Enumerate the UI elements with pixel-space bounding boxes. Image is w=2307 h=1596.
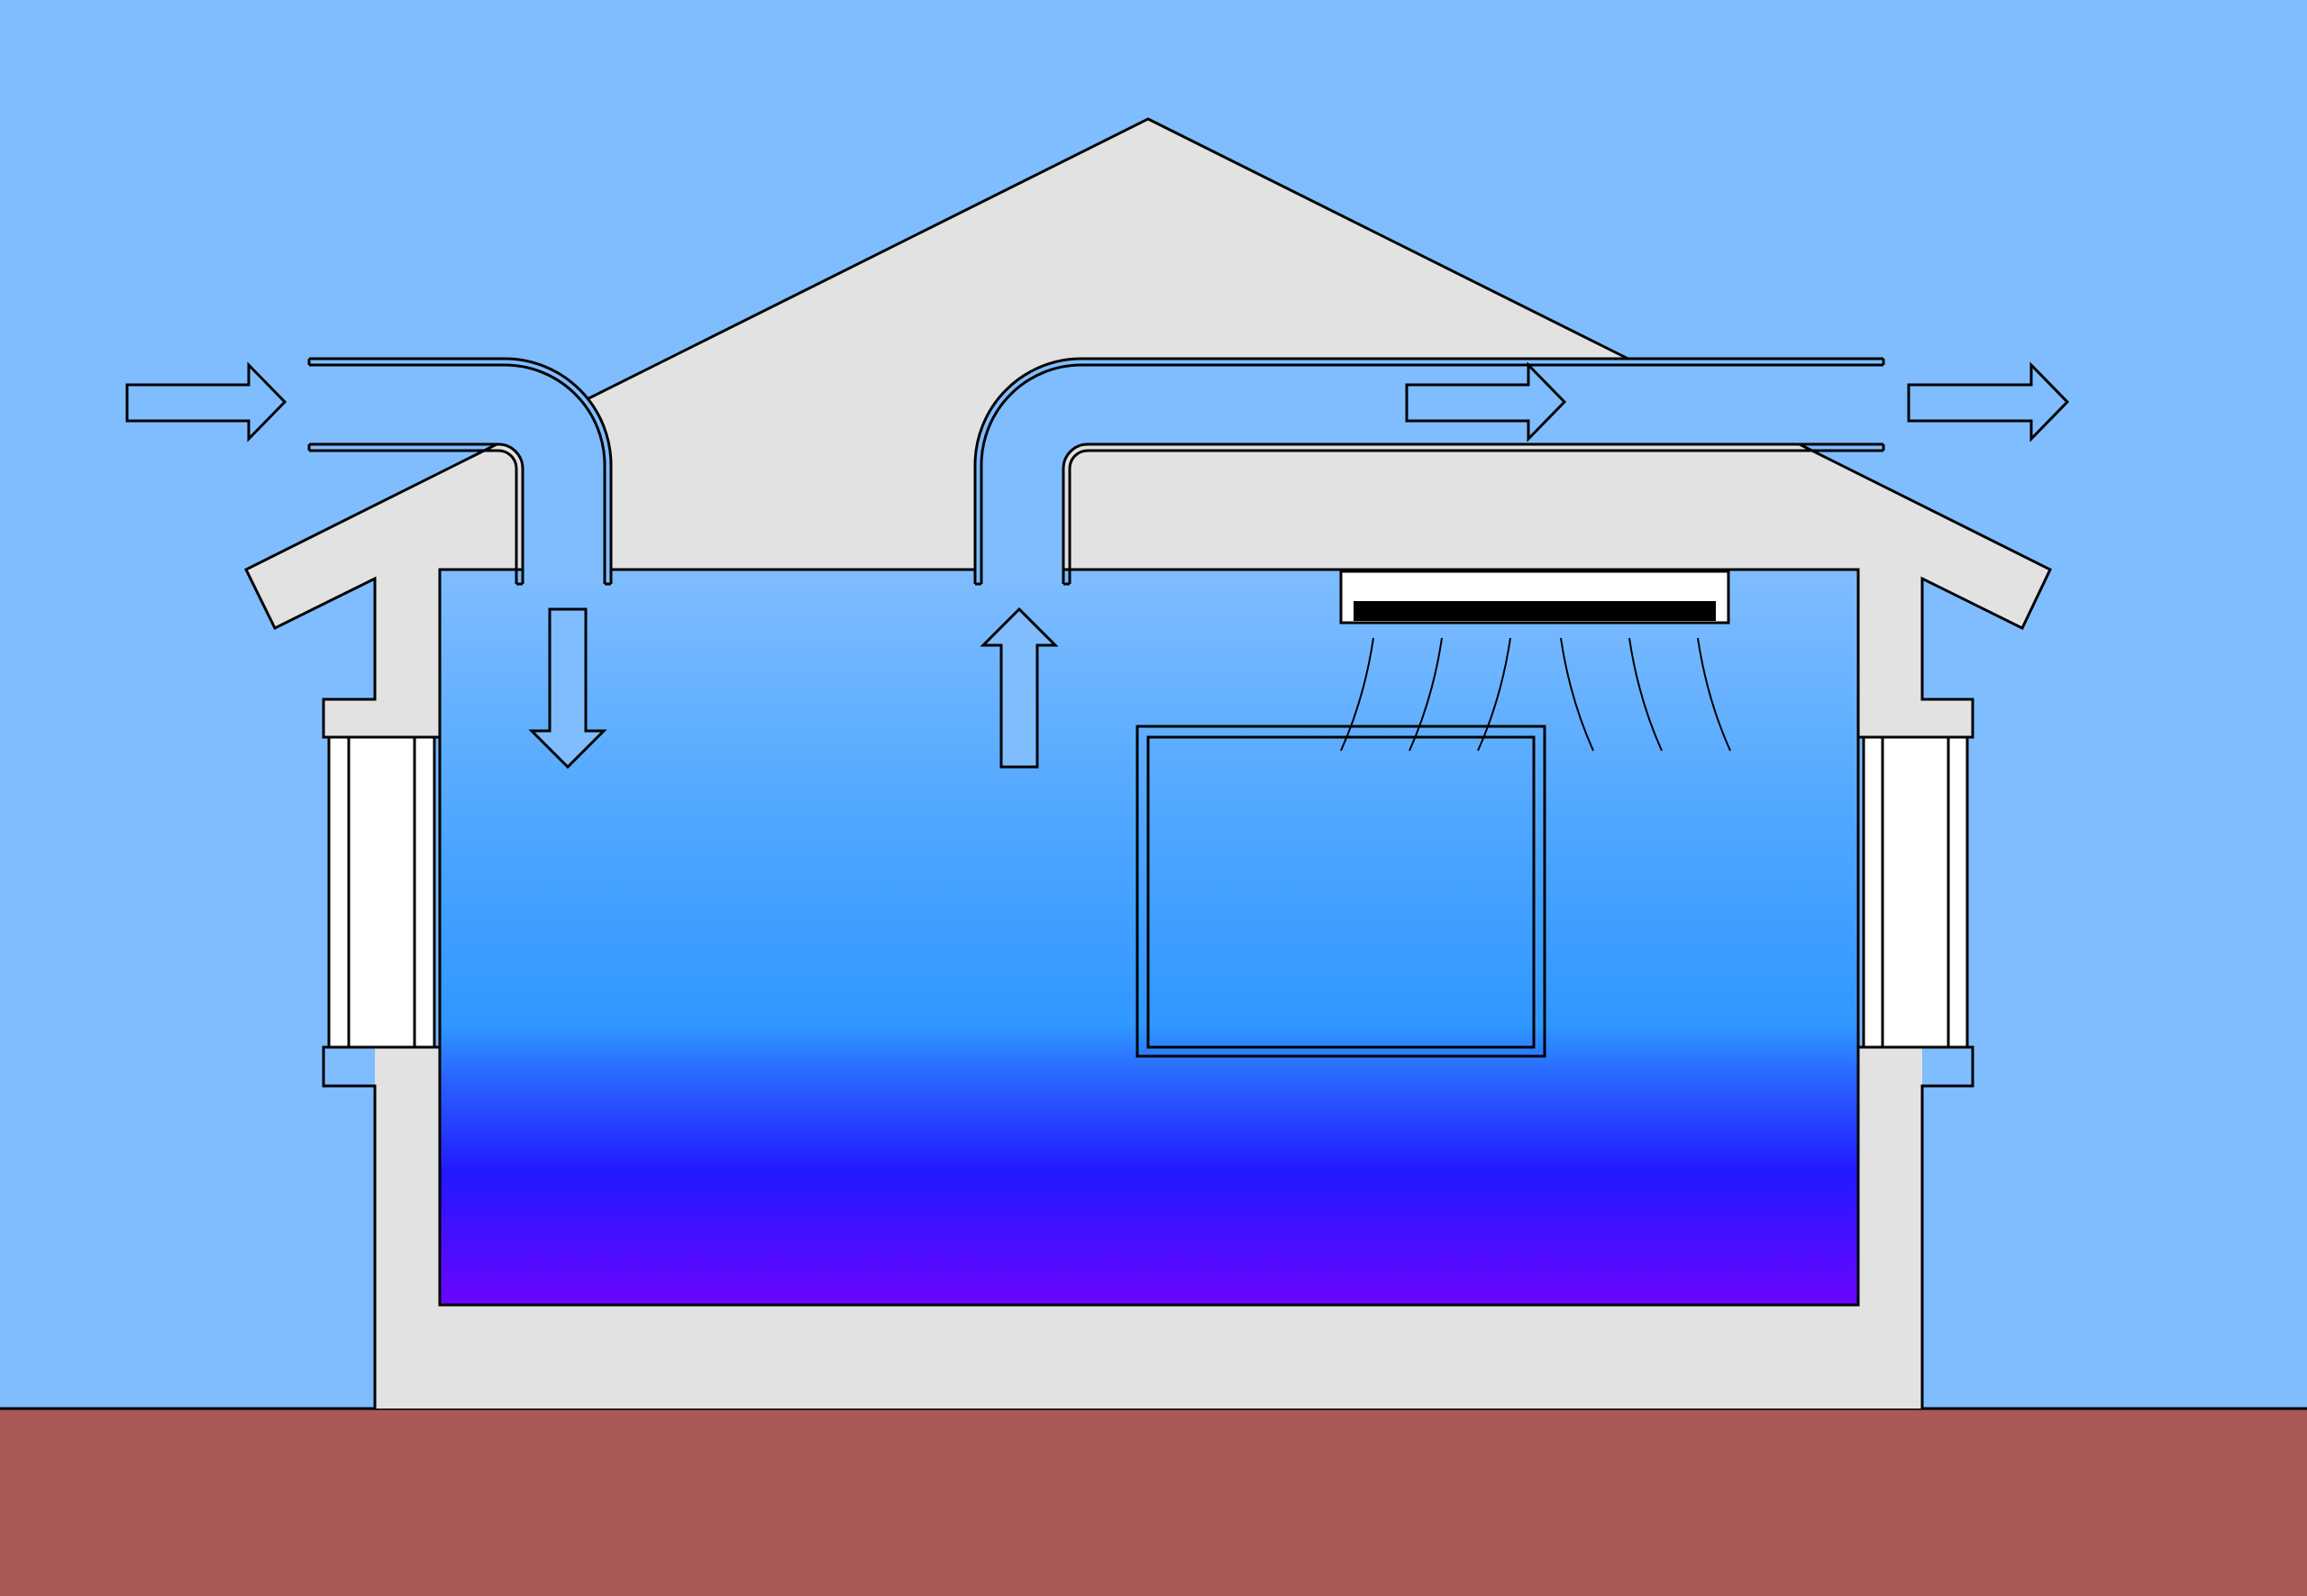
- ac-vent: [1354, 601, 1716, 621]
- right-window: [1862, 735, 1969, 1049]
- exhaust-duct: [973, 357, 1885, 586]
- wall-picture-frame: [1135, 725, 1546, 1058]
- ceiling-air-conditioner: [1339, 570, 1730, 625]
- intake-duct: [307, 357, 613, 586]
- duct-flow-arrow: [1405, 361, 1567, 442]
- left-window: [327, 735, 436, 1049]
- ground: [0, 1409, 2307, 1596]
- outside-air-in-arrow: [125, 361, 287, 442]
- supply-air-down-arrow: [528, 607, 607, 770]
- return-air-up-arrow: [980, 606, 1059, 769]
- cool-air-flow-lines: [1340, 637, 1731, 752]
- exhaust-air-out-arrow: [1907, 361, 2070, 442]
